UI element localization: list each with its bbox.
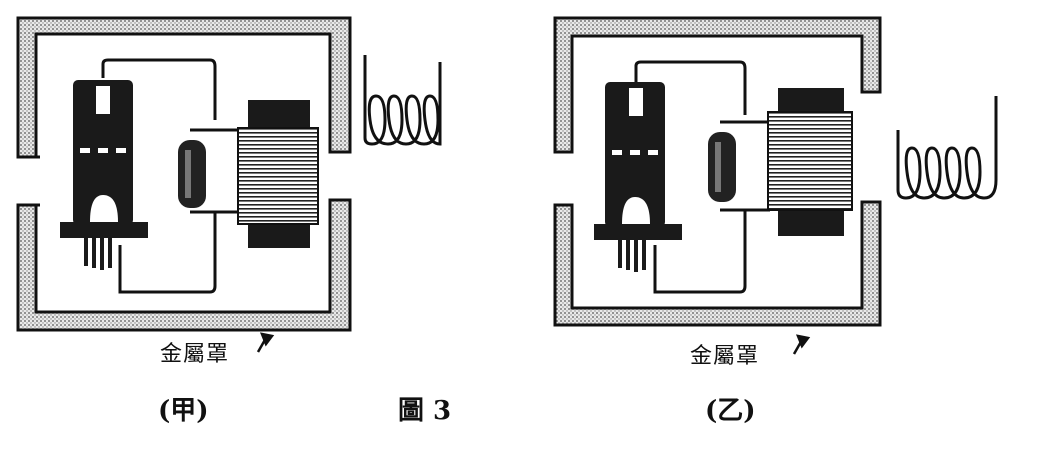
panel-a xyxy=(16,16,442,353)
panel-label-a: (甲) xyxy=(158,396,209,426)
capacitor-icon xyxy=(708,132,736,202)
metal-shield-a xyxy=(16,16,352,332)
shield-label-a: 金屬罩 xyxy=(160,342,230,367)
wires-a xyxy=(101,58,240,294)
shield-label-b: 金屬罩 xyxy=(690,344,760,369)
pointer-arrow-icon xyxy=(256,332,275,353)
coil-icon xyxy=(896,96,998,200)
wires-b xyxy=(634,60,770,294)
transformer-icon xyxy=(237,100,319,248)
vacuum-tube-icon xyxy=(594,82,682,272)
panel-label-b: (乙) xyxy=(705,396,756,426)
vacuum-tube-icon xyxy=(60,80,148,270)
metal-shield-b xyxy=(553,16,882,327)
capacitor-icon xyxy=(178,140,206,208)
pointer-arrow-icon xyxy=(792,334,811,355)
panel-b xyxy=(553,16,998,355)
transformer-icon xyxy=(767,88,853,236)
figure-caption: 圖 3 xyxy=(398,396,452,426)
coil-icon xyxy=(363,55,442,146)
